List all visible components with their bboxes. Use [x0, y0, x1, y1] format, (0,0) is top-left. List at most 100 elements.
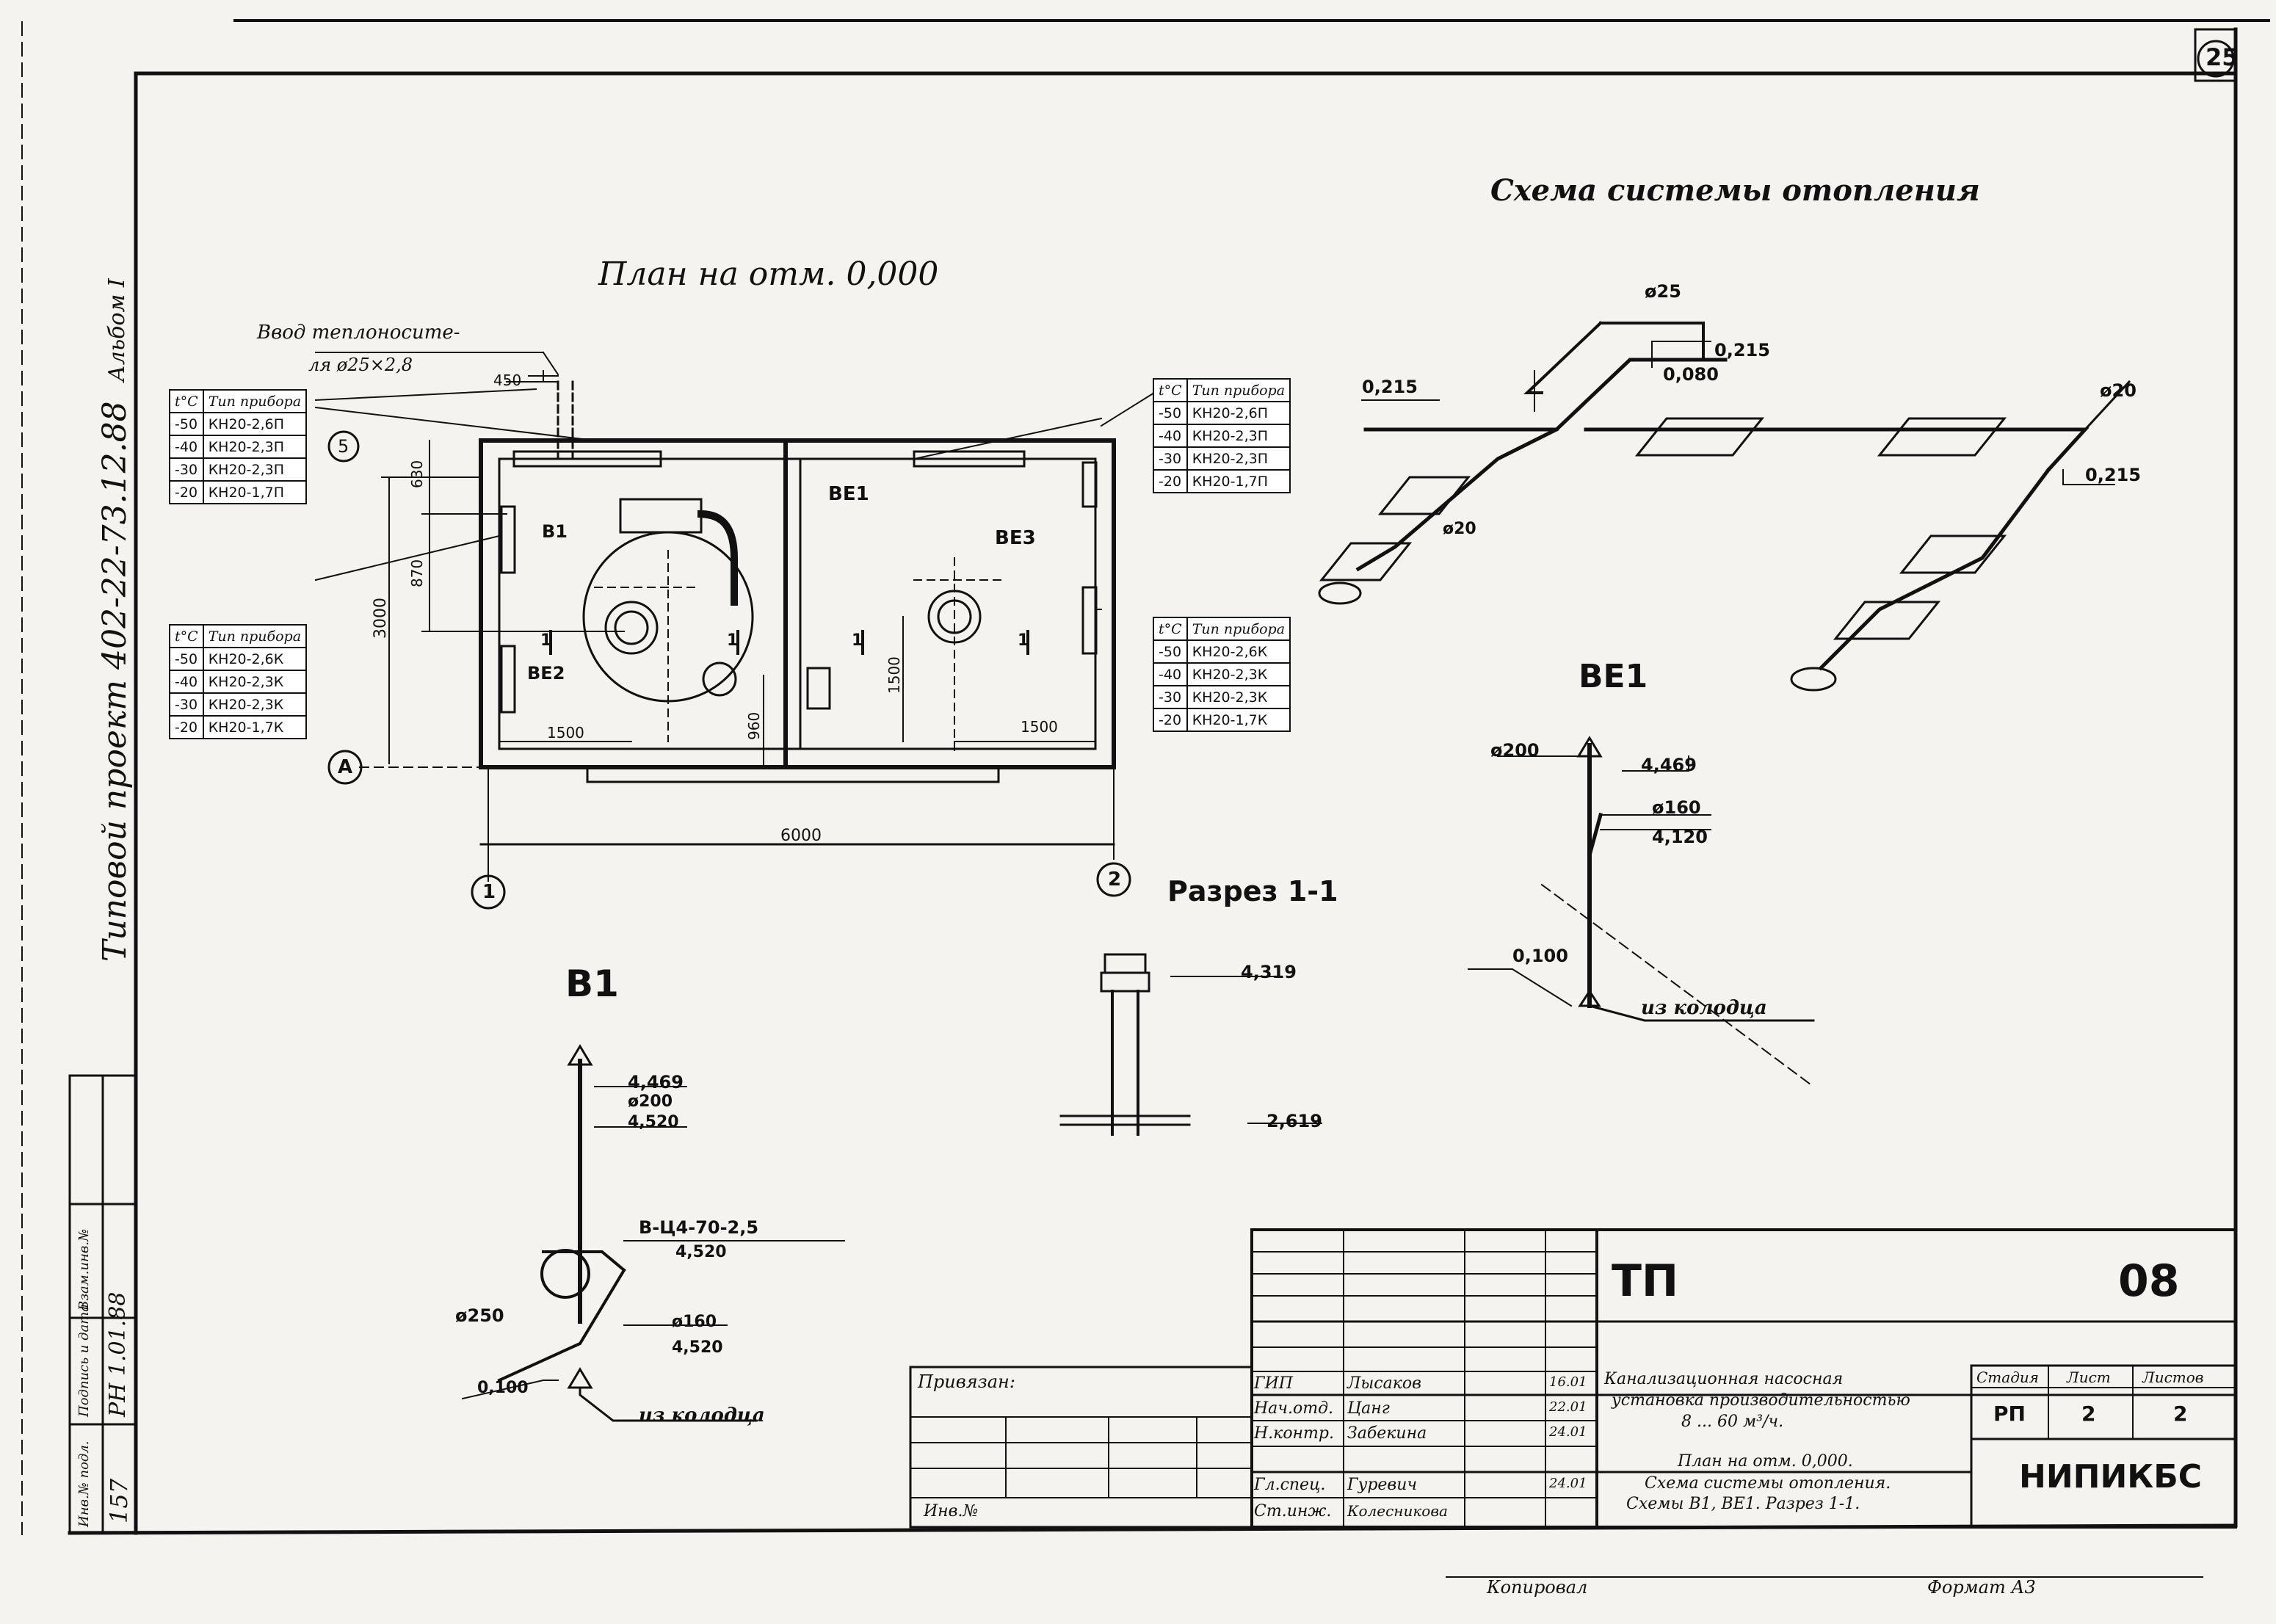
be1-title: ВЕ1: [1579, 658, 1648, 695]
b1-fan: В-Ц4-70-2,5: [639, 1217, 759, 1238]
heating-d25: ø25: [1645, 281, 1681, 302]
sheet-title-1: План на отм. 0,000.: [1678, 1452, 1853, 1471]
side-replaced: Взам.инв.№: [76, 1228, 92, 1311]
dim-6000: 6000: [780, 827, 822, 845]
section-mark-1d: 1: [1018, 631, 1029, 650]
axis-1: 1: [482, 881, 496, 903]
object-name-3: 8 ... 60 м³/ч.: [1681, 1413, 1784, 1431]
cell-type: КН20-2,6П: [1186, 401, 1291, 425]
role-label: Гл.спец.: [1254, 1476, 1326, 1494]
b1-level-0100: 0,100: [477, 1379, 529, 1397]
cell-type: КН20-2,3К: [1186, 662, 1291, 686]
label-be3-plan: ВЕ3: [995, 527, 1036, 549]
object-name-2: установка производительностью: [1612, 1391, 1910, 1410]
b1-level-4469: 4,469: [628, 1072, 684, 1092]
role-name: Лысаков: [1347, 1374, 1421, 1393]
cell-temp: -40: [1153, 662, 1188, 686]
cell-temp: -40: [169, 435, 204, 459]
side-sign-val: PH 1.01.88: [105, 1291, 131, 1417]
axis-a: A: [338, 756, 353, 778]
hdr-temp: t°C: [1153, 378, 1188, 402]
section-mark-1a: 1: [540, 631, 552, 650]
cell-temp: -20: [169, 715, 204, 739]
cell-temp: -50: [169, 647, 204, 671]
heating-level-0215-right: 0,215: [2085, 465, 2141, 485]
role-label: Нач.отд.: [1254, 1399, 1334, 1418]
be1-d160: ø160: [1652, 797, 1701, 818]
hdr-type: Тип прибора: [1186, 617, 1291, 641]
inlet-label-1: Ввод теплоносите-: [257, 322, 460, 344]
role-label: Ст.инж.: [1254, 1502, 1332, 1520]
dim-3000: 3000: [372, 598, 390, 639]
cell-type: КН20-2,3К: [202, 692, 308, 717]
cell-type: КН20-1,7П: [202, 480, 308, 504]
be1-level-0100: 0,100: [1512, 946, 1568, 966]
label-b1-plan: В1: [542, 521, 568, 542]
be1-level-4469: 4,469: [1641, 755, 1697, 775]
cell-temp: -40: [169, 670, 204, 694]
role-label: ГИП: [1254, 1374, 1293, 1393]
b1-level-4520-c: 4,520: [672, 1338, 723, 1357]
album-label: Альбом I: [104, 278, 130, 382]
cell-type: КН20-1,7К: [1186, 708, 1291, 732]
role-date: 24.01: [1549, 1476, 1587, 1491]
hdr-temp: t°C: [169, 624, 204, 648]
cell-type: КН20-2,6К: [202, 647, 308, 671]
side-sign-date: Подпись и дата: [76, 1304, 92, 1417]
cell-type: КН20-2,3П: [202, 435, 308, 459]
cell-temp: -30: [169, 692, 204, 717]
cell-temp: -50: [169, 412, 204, 436]
dim-870: 870: [408, 559, 426, 587]
b1-level-4520-b: 4,520: [675, 1243, 727, 1261]
cell-type: КН20-2,6К: [1186, 639, 1291, 664]
b1-d250: ø250: [455, 1305, 504, 1326]
cell-temp: -30: [1153, 685, 1188, 709]
sheets-label: Листов: [2142, 1369, 2204, 1386]
cell-type: КН20-2,3К: [1186, 685, 1291, 709]
heating-scheme-title: Схема системы отопления: [1490, 173, 1980, 208]
cell-type: КН20-2,3П: [202, 457, 308, 482]
cell-type: КН20-2,3П: [1186, 424, 1291, 448]
section-level-2619: 2,619: [1266, 1111, 1322, 1131]
role-name: Гуревич: [1347, 1476, 1418, 1494]
cell-temp: -30: [169, 457, 204, 482]
b1-d160: ø160: [672, 1313, 717, 1331]
cell-temp: -50: [1153, 639, 1188, 664]
hdr-type: Тип прибора: [202, 389, 308, 413]
be1-from-well: из колодца: [1641, 997, 1767, 1019]
sheet-title-2: Схема системы отопления.: [1645, 1474, 1891, 1493]
sheet-number: 25: [2206, 43, 2239, 71]
be1-level-4120: 4,120: [1652, 827, 1708, 847]
side-inv-orig: Инв.№ подл.: [76, 1440, 92, 1527]
stamp-code-left: ТП: [1612, 1255, 1679, 1307]
stamp-inv-no: Инв.№: [924, 1502, 979, 1520]
cell-type: КН20-2,3К: [202, 670, 308, 694]
side-inv-val: 157: [105, 1478, 133, 1523]
sheet-value: 2: [2081, 1402, 2096, 1426]
stage-label: Стадия: [1976, 1369, 2039, 1386]
dim-450: 450: [493, 371, 522, 389]
cell-type: КН20-2,6П: [202, 412, 308, 436]
heating-d20-left: ø20: [1443, 520, 1476, 538]
cell-temp: -40: [1153, 424, 1188, 448]
cell-temp: -50: [1153, 401, 1188, 425]
hdr-type: Тип прибора: [1186, 378, 1291, 402]
b1-level-4520-a: 4,520: [628, 1113, 679, 1131]
